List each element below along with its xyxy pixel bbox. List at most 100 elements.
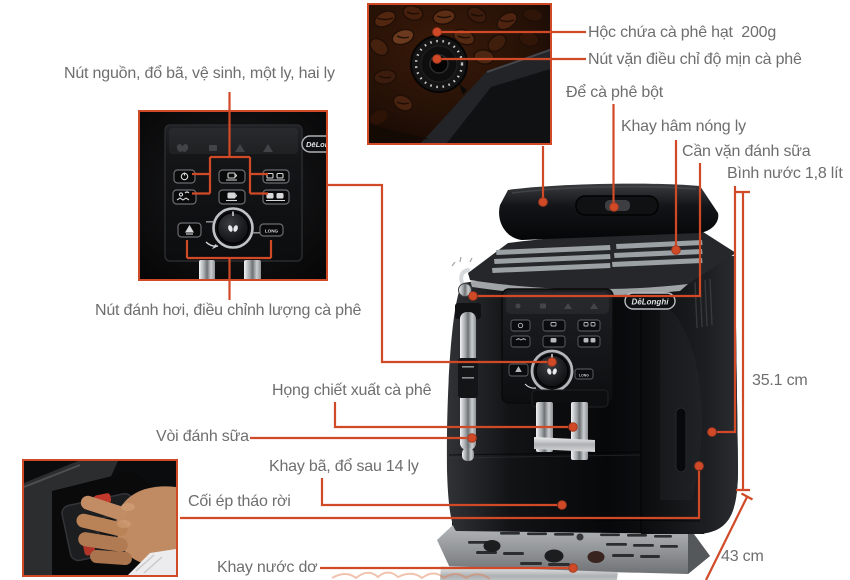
label-depth-measurement: 43 cm	[721, 548, 764, 565]
brand-badge: DēLonghi	[624, 292, 676, 310]
panel-buttons	[508, 319, 601, 380]
front-seams	[448, 451, 701, 522]
label-waste-tray: Khay bã, đổ sau 14 ly	[269, 458, 419, 475]
dot-machine-dial	[547, 357, 557, 367]
dial-min-mark	[206, 221, 213, 223]
line-waste-tray	[320, 478, 557, 507]
label-drip-tray: Khay nước dơ	[217, 559, 318, 576]
measurement-lines	[705, 190, 754, 580]
brand-badge-partial: DēLonghi	[301, 135, 326, 153]
bean-hopper-inset-photo	[367, 3, 552, 145]
milk-frother-lever	[451, 256, 473, 297]
dot-brew-unit	[694, 461, 704, 471]
line-water-tank	[717, 186, 737, 434]
dot-milk-lever	[468, 291, 478, 301]
dot-cup-warmer	[671, 245, 681, 255]
bean-lid	[499, 183, 719, 240]
selector-dial	[205, 207, 260, 250]
dot-ground-coffee	[609, 202, 619, 212]
panel-sheen	[169, 128, 298, 154]
machine-body	[446, 256, 738, 534]
dot-water-tank	[707, 427, 717, 437]
coffee-machine-photo: LONG DēLonghi	[437, 183, 738, 580]
dot-waste-tray	[557, 500, 567, 510]
side-reflection	[660, 300, 702, 500]
control-panel-inset-photo: LONG DēLonghi	[138, 110, 328, 281]
grind-adjust-dial	[410, 35, 468, 95]
wand-text-line-2	[462, 377, 474, 379]
dot-spout	[568, 422, 578, 432]
bean-creases	[376, 11, 515, 105]
hopper-rim-shadow	[447, 69, 550, 143]
top-deck	[468, 230, 736, 290]
brand-text: DēLonghi	[632, 298, 670, 307]
depth-measure-line	[705, 492, 754, 580]
long-button	[259, 223, 284, 237]
deck-front-strip	[470, 280, 688, 296]
label-water-tank: Bình nước 1,8 lít	[727, 165, 843, 182]
milk-wand	[455, 303, 481, 461]
spout-crossbar	[534, 437, 595, 452]
height-measure-line	[736, 190, 750, 492]
shirt-cuff	[128, 549, 176, 575]
cup-warmer-slats	[492, 240, 703, 273]
side-vents	[675, 278, 713, 473]
drip-tray-side	[688, 526, 710, 574]
machine-dial	[524, 349, 574, 393]
bean-hopper-inset-art	[369, 5, 550, 143]
lid-handle-grip	[605, 200, 630, 211]
label-ground-coffee: Để cà phê bột	[566, 84, 664, 101]
cuff-folds	[135, 554, 163, 574]
label-milk-lever: Cần vặn đánh sữa	[682, 143, 811, 160]
drip-tray-slots	[468, 532, 678, 566]
ghost-icons	[515, 303, 598, 309]
long-button-label: LONG	[265, 229, 279, 234]
wand-text-line-1	[462, 366, 474, 368]
steam-icon	[185, 224, 194, 235]
drip-tray-holes	[483, 533, 605, 563]
label-cup-warmer: Khay hâm nóng ly	[621, 118, 746, 135]
drip-tray	[437, 522, 710, 574]
label-spout: Họng chiết xuất cà phê	[272, 382, 432, 399]
corner-shadow	[369, 125, 429, 143]
hand	[76, 486, 176, 569]
label-bean-hopper: Hộc chứa cà phê hạt 200g	[588, 24, 777, 41]
two-cup-strong-icon	[266, 192, 285, 202]
lid-highlight	[511, 185, 697, 194]
brew-unit-inset-photo	[22, 459, 178, 577]
panel-button-icons	[515, 322, 596, 372]
front-seam-highlight	[448, 454, 641, 459]
tray-chrome-lip	[440, 566, 618, 580]
dot-milk-wand	[467, 433, 477, 443]
label-power-buttons: Nút nguồn, đổ bã, vệ sinh, một ly, hai l…	[64, 65, 335, 82]
machine-plinth	[452, 512, 704, 534]
long-button-label-machine: LONG	[579, 374, 589, 378]
one-cup-button	[218, 169, 246, 184]
line-milk-lever	[478, 163, 702, 298]
label-brew-unit: Cối ép tháo rời	[188, 493, 291, 510]
coffee-spouts	[531, 389, 609, 460]
clean-button	[172, 189, 197, 205]
label-steam-button: Nút đánh hơi, điều chỉnh lượng cà phê	[95, 302, 362, 319]
lid-handle-recess	[575, 195, 659, 216]
rim-highlight	[486, 49, 550, 73]
power-button	[173, 169, 196, 184]
line-panel-inset-link	[328, 183, 547, 364]
dial-max-mark	[253, 232, 260, 234]
line-spout	[333, 402, 568, 429]
coffee-beans	[369, 5, 544, 126]
dot-bean-lid	[538, 197, 548, 207]
watermark-squiggle	[331, 571, 491, 580]
label-height-measurement: 35.1 cm	[752, 372, 808, 389]
label-grind-dial: Nút vặn điều chỉ độ mịn cà phê	[588, 51, 802, 68]
dot-drip-tray	[568, 563, 578, 573]
label-milk-wand: Vòi đánh sữa	[156, 428, 249, 445]
clean-icon	[176, 191, 190, 201]
control-panel-inset-art: LONG DēLonghi	[140, 112, 326, 279]
brand-text-partial: DēLonghi	[306, 140, 326, 149]
frame-highlight	[24, 464, 81, 488]
front-control-panel: LONG	[501, 288, 614, 404]
tray-shadow	[456, 522, 688, 534]
machine-right-side	[641, 256, 738, 534]
